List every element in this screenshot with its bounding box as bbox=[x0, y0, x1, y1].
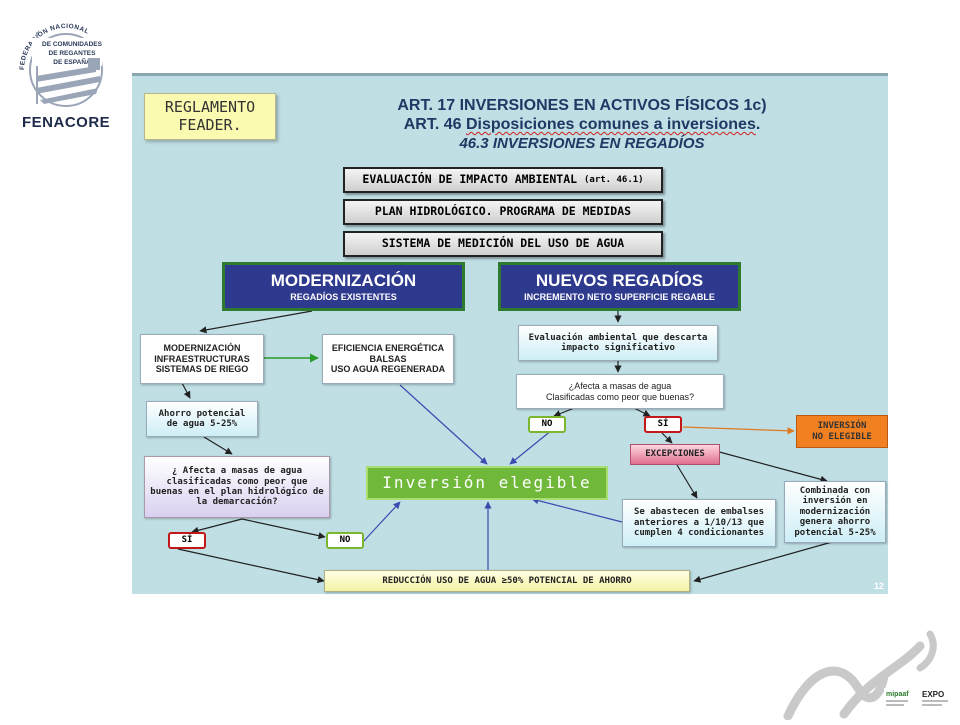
modern-infra-line-2: INFRAESTRUCTURAS bbox=[154, 353, 250, 364]
combinada-line-4: genera ahorro bbox=[799, 517, 871, 528]
eficiencia-line-2: BALSAS bbox=[369, 353, 407, 364]
modernizacion-title: MODERNIZACIÓN bbox=[270, 270, 417, 290]
eficiencia-line-3: USO AGUA REGENERADA bbox=[330, 364, 446, 375]
eficiencia-energetica-box: EFICIENCIA ENERGÉTICA BALSAS USO AGUA RE… bbox=[322, 334, 454, 384]
nuevos-regadios-subtitle: INCREMENTO NETO SUPERFICIE REGABLE bbox=[524, 292, 715, 303]
reduccion-uso-agua-box: REDUCCIÓN USO DE AGUA ≥50% POTENCIAL DE … bbox=[324, 570, 690, 592]
afecta-left-line-3: buenas en el plan hidrológico de bbox=[150, 487, 324, 497]
left-si-option: SÍ bbox=[168, 532, 206, 549]
nuevos-regadios-box: NUEVOS REGADÍOS INCREMENTO NETO SUPERFIC… bbox=[498, 262, 741, 311]
no-elegible-line-1: INVERSIÓN bbox=[817, 421, 867, 432]
req-evaluacion-article: (art. 46.1) bbox=[583, 174, 644, 185]
reglamento-line-1: REGLAMENTO bbox=[164, 98, 256, 117]
req-evaluacion-label: EVALUACIÓN DE IMPACTO AMBIENTAL bbox=[362, 172, 578, 187]
decorative-curves-and-logos: mipaaf EXPO bbox=[780, 628, 960, 721]
title-art-46-suffix: . bbox=[755, 116, 761, 133]
inversion-no-elegible-box: INVERSIÓN NO ELEGIBLE bbox=[796, 415, 888, 448]
title-art-46-prefix: ART. 46 bbox=[403, 116, 466, 133]
svg-text:EXPO: EXPO bbox=[922, 690, 944, 699]
abastecen-line-1: Se abastecen de embalses bbox=[633, 507, 765, 518]
logo-line3: DE ESPAÑA bbox=[53, 57, 91, 66]
right-no-option: NO bbox=[528, 416, 566, 433]
evaluacion-ambiental-box: Evaluación ambiental que descarta impact… bbox=[518, 325, 718, 361]
abastecen-line-2: anteriores a 1/10/13 que bbox=[633, 517, 765, 528]
afecta-masas-left-box: ¿ Afecta a masas de agua clasificadas co… bbox=[144, 456, 330, 518]
modernizacion-infraestructuras-box: MODERNIZACIÓN INFRAESTRUCTURAS SISTEMAS … bbox=[140, 334, 264, 384]
abastecen-embalses-box: Se abastecen de embalses anteriores a 1/… bbox=[622, 499, 776, 547]
title-46-3: 46.3 INVERSIONES EN REGADÍOS bbox=[459, 135, 705, 152]
afecta-left-line-1: ¿ Afecta a masas de agua bbox=[171, 466, 303, 477]
modern-infra-line-1: MODERNIZACIÓN bbox=[163, 343, 241, 354]
eval-amb-line-1: Evaluación ambiental que descarta bbox=[528, 332, 708, 343]
req-evaluacion-impacto: EVALUACIÓN DE IMPACTO AMBIENTAL (art. 46… bbox=[343, 167, 663, 193]
combinada-line-3: modernización bbox=[799, 506, 871, 517]
title-art-46-underlined: Disposiciones comunes a inversiones bbox=[465, 116, 756, 133]
reglamento-feader-note: REGLAMENTO FEADER. bbox=[144, 93, 276, 140]
decorative-wave-icon: mipaaf EXPO bbox=[783, 630, 956, 721]
right-si-option: SÍ bbox=[644, 416, 682, 433]
inversion-elegible-box: Inversión elegible bbox=[366, 466, 608, 500]
afecta-left-line-2: clasificadas como peor que bbox=[166, 476, 308, 487]
svg-text:mipaaf: mipaaf bbox=[886, 691, 909, 698]
eficiencia-line-1: EFICIENCIA ENERGÉTICA bbox=[331, 343, 445, 354]
req-plan-hidrologico: PLAN HIDROLÓGICO. PROGRAMA DE MEDIDAS bbox=[343, 199, 663, 225]
left-no-option: NO bbox=[326, 532, 364, 549]
afecta-right-line-2: Clasificadas como peor que buenas? bbox=[545, 391, 695, 402]
combinada-line-2: inversión en bbox=[802, 496, 868, 507]
logo-brand: FENACORE bbox=[22, 114, 111, 131]
reglamento-line-2: FEADER. bbox=[178, 115, 242, 134]
eval-amb-line-2: impacto significativo bbox=[561, 343, 675, 353]
modernizacion-subtitle: REGADÍOS EXISTENTES bbox=[290, 292, 397, 303]
nuevos-regadios-title: NUEVOS REGADÍOS bbox=[535, 270, 704, 290]
abastecen-line-3: cumplen 4 condicionantes bbox=[633, 528, 765, 539]
combinada-line-1: Combinada con bbox=[799, 486, 871, 497]
no-elegible-line-2: NO ELEGIBLE bbox=[812, 431, 872, 442]
ahorro-potencial-box: Ahorro potencial de agua 5-25% bbox=[146, 401, 258, 437]
fenacore-emblem-icon: FEDERACIÓN NACIONAL DE COMUNIDADES DE RE… bbox=[19, 23, 103, 107]
logo-line1: DE COMUNIDADES bbox=[42, 41, 103, 48]
title-art-46: ART. 46 Disposiciones comunes a inversio… bbox=[332, 116, 832, 134]
req-sistema-medicion: SISTEMA DE MEDICIÓN DEL USO DE AGUA bbox=[343, 231, 663, 257]
logo-line2: DE REGANTES bbox=[49, 50, 97, 57]
modernizacion-box: MODERNIZACIÓN REGADÍOS EXISTENTES bbox=[222, 262, 465, 311]
afecta-left-line-4: la demarcación? bbox=[196, 497, 278, 508]
ahorro-line-2: de agua 5-25% bbox=[166, 419, 238, 429]
title-art-17: ART. 17 INVERSIONES EN ACTIVOS FÍSICOS 1… bbox=[397, 97, 767, 114]
excepciones-box: EXCEPCIONES bbox=[630, 444, 720, 465]
afecta-masas-right-box: ¿Afecta a masas de agua Clasificadas com… bbox=[516, 374, 724, 409]
afecta-right-line-1: ¿Afecta a masas de agua bbox=[568, 381, 672, 392]
combinada-line-5: potencial 5-25% bbox=[794, 527, 876, 538]
combinada-modernizacion-box: Combinada con inversión en modernización… bbox=[784, 481, 886, 543]
ahorro-line-1: Ahorro potencial bbox=[158, 408, 246, 419]
modern-infra-line-3: SISTEMAS DE RIEGO bbox=[155, 364, 249, 375]
slide-page-number: 12 bbox=[873, 581, 884, 591]
slide-panel: REGLAMENTO FEADER. ART. 17 INVERSIONES E… bbox=[132, 73, 888, 594]
fenacore-logo: FEDERACIÓN NACIONAL DE COMUNIDADES DE RE… bbox=[10, 8, 120, 133]
